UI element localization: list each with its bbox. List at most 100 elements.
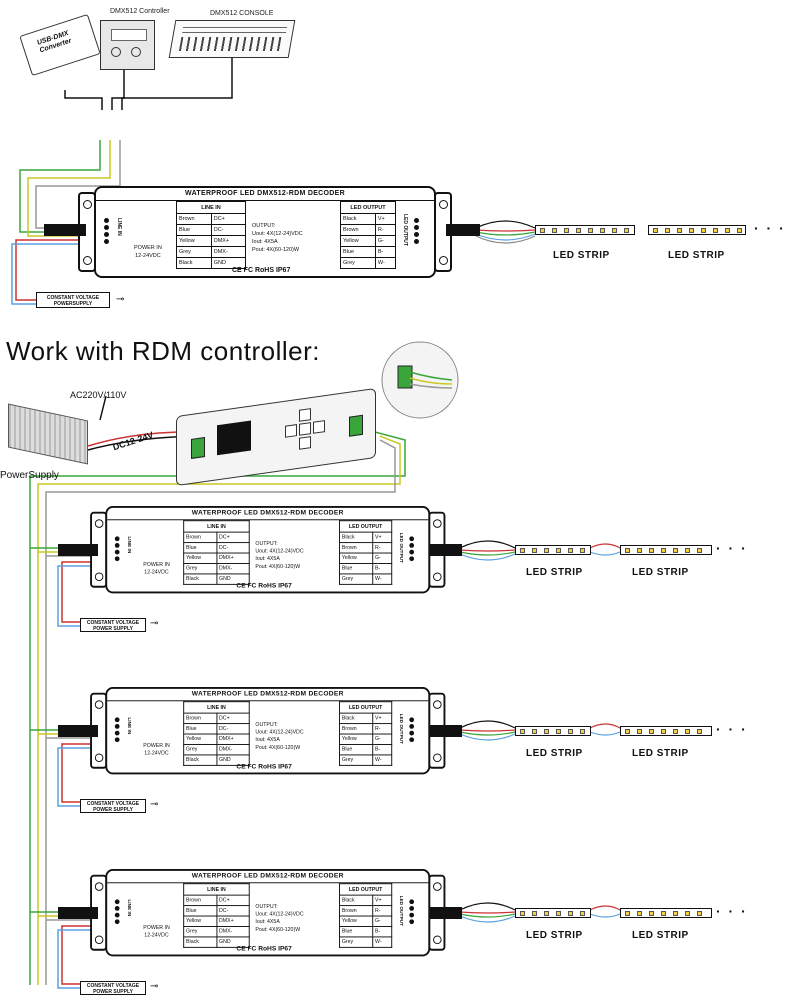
led-chip	[649, 729, 654, 734]
led-chip	[556, 911, 561, 916]
led-chip	[653, 228, 658, 233]
led-chip	[737, 228, 742, 233]
strip-label: LED STRIP	[632, 748, 689, 759]
plug-icon: ⊸	[150, 799, 159, 810]
input-cable-rdm-2	[58, 725, 98, 737]
dmx512-controller	[100, 20, 155, 70]
led-chip	[697, 548, 702, 553]
led-chip	[625, 548, 630, 553]
rdm-bus-wires	[29, 431, 406, 989]
led-chip	[544, 729, 549, 734]
led-chip	[649, 911, 654, 916]
led-chip	[544, 911, 549, 916]
decoder-top: WATERPROOF LED DMX512-RDM DECODER LINE I…	[78, 186, 452, 278]
plug-icon: ⊸	[116, 294, 125, 305]
led-output-led-dots	[414, 218, 420, 246]
led-chip	[697, 729, 702, 734]
led-strip-rdm-2-2	[620, 726, 712, 736]
continuation-ellipsis: · · ·	[716, 903, 748, 919]
input-cable-top	[44, 224, 86, 236]
decoder-title: WATERPROOF LED DMX512-RDM DECODER	[107, 873, 429, 884]
led-chip	[673, 548, 678, 553]
controller-buttons	[281, 405, 331, 452]
continuation-ellipsis: · · ·	[716, 721, 748, 737]
continuation-ellipsis: · · ·	[754, 220, 786, 236]
dmx512-console	[168, 20, 296, 58]
led-chip	[689, 228, 694, 233]
led-strip-top-2	[648, 225, 746, 235]
decoder-rdm-1: WATERPROOF LED DMX512-RDM DECODER LINE I…	[90, 506, 446, 594]
led-strip-rdm-1-1	[515, 545, 591, 555]
strip-jumpers	[589, 543, 621, 918]
output-cable-top	[446, 224, 480, 236]
input-cable-rdm-3	[58, 907, 98, 919]
led-chip	[637, 548, 642, 553]
top-dmx-wires	[11, 55, 233, 305]
led-chip	[580, 548, 585, 553]
decoder-title: WATERPROOF LED DMX512-RDM DECODER	[96, 190, 434, 201]
led-output-vertical-label: LED OUTPUT	[397, 532, 404, 563]
led-chip	[520, 548, 525, 553]
led-chip	[677, 228, 682, 233]
led-chip	[580, 911, 585, 916]
line-in-led-dots	[104, 218, 110, 246]
input-cable-rdm-1	[58, 544, 98, 556]
section-heading: Work with RDM controller:	[6, 336, 320, 366]
led-chip	[624, 228, 629, 233]
plug-icon: ⊸	[150, 618, 159, 629]
line-in-vertical-label: LINE IN	[126, 717, 132, 735]
led-output-led-dots	[409, 536, 415, 563]
led-chip	[625, 729, 630, 734]
led-chip	[568, 548, 573, 553]
led-chip	[532, 911, 537, 916]
led-strip-rdm-3-1	[515, 908, 591, 918]
led-strip-top-1	[535, 225, 635, 235]
led-chip	[600, 228, 605, 233]
led-chip	[697, 911, 702, 916]
line-in-vertical-label: LINE IN	[126, 899, 132, 917]
led-chip	[673, 911, 678, 916]
continuation-ellipsis: · · ·	[716, 540, 748, 556]
constant-voltage-psu-rdm-3: CONSTANT VOLTAGE POWER SUPPLY	[80, 981, 146, 995]
decoder-rdm-2: WATERPROOF LED DMX512-RDM DECODER LINE I…	[90, 687, 446, 775]
led-chip	[564, 228, 569, 233]
led-chip	[661, 548, 666, 553]
led-chip	[532, 548, 537, 553]
output-cable-rdm-3	[430, 907, 462, 919]
led-chip	[661, 911, 666, 916]
led-chip	[713, 228, 718, 233]
line-in-vertical-label: LINE IN	[126, 536, 132, 554]
led-chip	[649, 548, 654, 553]
led-strip-rdm-3-2	[620, 908, 712, 918]
strip-label: LED STRIP	[632, 567, 689, 578]
led-chip	[580, 729, 585, 734]
plug-icon: ⊸	[150, 981, 159, 992]
zoom-inset	[381, 341, 459, 419]
led-chip	[685, 548, 690, 553]
led-chip	[520, 911, 525, 916]
certification-marks: CE FC RoHS IP67	[236, 582, 292, 590]
led-chip	[540, 228, 545, 233]
strip-label: LED STRIP	[632, 930, 689, 941]
led-output-vertical-label: LED OUTPUT	[397, 713, 404, 744]
strip-label: LED STRIP	[526, 930, 583, 941]
strip-label: LED STRIP	[526, 567, 583, 578]
led-chip	[556, 729, 561, 734]
led-output-vertical-label: LED OUTPUT	[397, 895, 404, 926]
top-output-wires	[475, 220, 536, 244]
led-chip	[625, 911, 630, 916]
led-chip	[665, 228, 670, 233]
